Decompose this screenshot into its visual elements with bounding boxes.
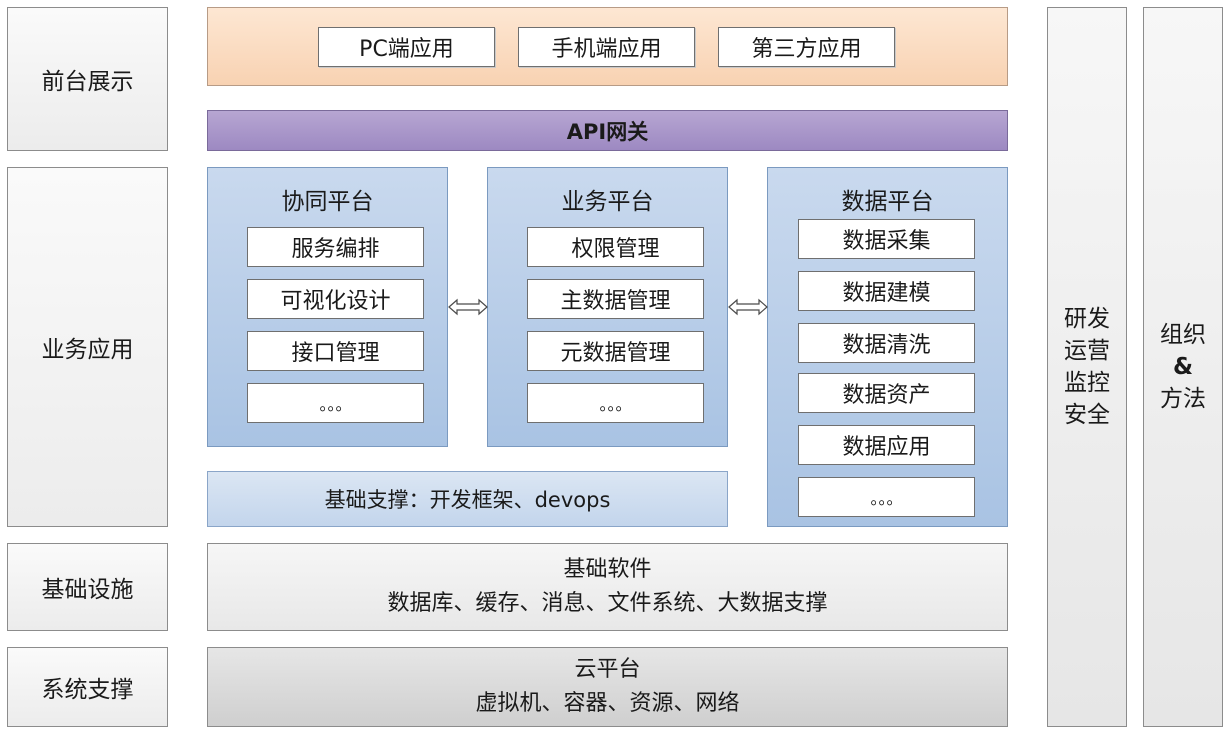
platform-item: 数据清洗 [798, 323, 975, 363]
platform-item-ellipsis: 。。。 [247, 383, 424, 423]
data-platform: 数据平台 数据采集 数据建模 数据清洗 数据资产 数据应用 。。。 [767, 167, 1008, 527]
double-arrow-icon [448, 298, 488, 316]
layer-label-business: 业务应用 [7, 167, 168, 527]
platform-item-ellipsis: 。。。 [527, 383, 704, 423]
double-arrow-icon [728, 298, 768, 316]
system-support-title: 云平台 [574, 657, 641, 682]
api-gateway-label: API网关 [566, 119, 649, 144]
column-line: 监控 [1064, 370, 1110, 396]
infrastructure-title: 基础软件 [563, 557, 652, 582]
platform-item: 元数据管理 [527, 331, 704, 371]
platform-title: 业务平台 [561, 189, 654, 215]
layer-label-text: 系统支撑 [41, 677, 134, 703]
platform-item: 主数据管理 [527, 279, 704, 319]
column-line: & [1172, 354, 1194, 380]
platform-item: 可视化设计 [247, 279, 424, 319]
column-line: 运营 [1064, 338, 1110, 364]
platform-item: 数据建模 [798, 271, 975, 311]
mobile-app-label: 手机端应用 [551, 37, 662, 62]
business-platform: 业务平台 权限管理 主数据管理 元数据管理 。。。 [487, 167, 728, 447]
third-party-app-label: 第三方应用 [751, 37, 862, 62]
layer-label-frontend: 前台展示 [7, 7, 168, 151]
layer-label-text: 业务应用 [41, 337, 134, 363]
layer-label-system-support: 系统支撑 [7, 647, 168, 727]
pc-app-label: PC端应用 [359, 37, 454, 62]
collaboration-platform: 协同平台 服务编排 可视化设计 接口管理 。。。 [207, 167, 448, 447]
foundation-support-label: 基础支撑：开发框架、devops [324, 488, 611, 512]
platform-item: 数据资产 [798, 373, 975, 413]
column-line: 组织 [1160, 322, 1206, 348]
pc-app-box: PC端应用 [318, 27, 495, 67]
platform-item: 服务编排 [247, 227, 424, 267]
third-party-app-box: 第三方应用 [718, 27, 895, 67]
platform-title: 数据平台 [841, 189, 934, 215]
layer-label-text: 基础设施 [41, 577, 134, 603]
infrastructure-subtitle: 数据库、缓存、消息、文件系统、大数据支撑 [387, 591, 828, 616]
foundation-support-band: 基础支撑：开发框架、devops [207, 471, 728, 527]
platform-item-ellipsis: 。。。 [798, 477, 975, 517]
system-support-band: 云平台 虚拟机、容器、资源、网络 [207, 647, 1008, 727]
infrastructure-band: 基础软件 数据库、缓存、消息、文件系统、大数据支撑 [207, 543, 1008, 631]
platform-item: 接口管理 [247, 331, 424, 371]
system-support-subtitle: 虚拟机、容器、资源、网络 [475, 691, 740, 716]
platform-title: 协同平台 [281, 189, 374, 215]
rd-operations-column: 研发 运营 监控 安全 [1047, 7, 1127, 727]
platform-item: 数据采集 [798, 219, 975, 259]
layer-label-infrastructure: 基础设施 [7, 543, 168, 631]
layer-label-text: 前台展示 [41, 69, 134, 95]
platform-item: 数据应用 [798, 425, 975, 465]
mobile-app-box: 手机端应用 [518, 27, 695, 67]
column-line: 研发 [1064, 306, 1110, 332]
api-gateway-band: API网关 [207, 110, 1008, 151]
column-line: 方法 [1160, 386, 1206, 412]
platform-item: 权限管理 [527, 227, 704, 267]
column-line: 安全 [1064, 402, 1110, 428]
organization-method-column: 组织 & 方法 [1143, 7, 1223, 727]
